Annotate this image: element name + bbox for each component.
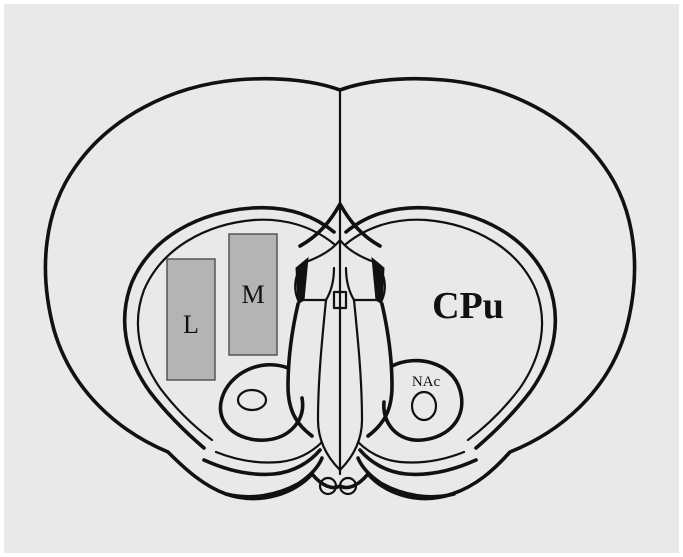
panel-background <box>4 4 679 553</box>
lateral-box-label: L <box>183 310 199 339</box>
nac-label: NAc <box>412 374 441 390</box>
cpu-label: CPu <box>432 285 504 327</box>
medial-box-label: M <box>241 280 264 309</box>
